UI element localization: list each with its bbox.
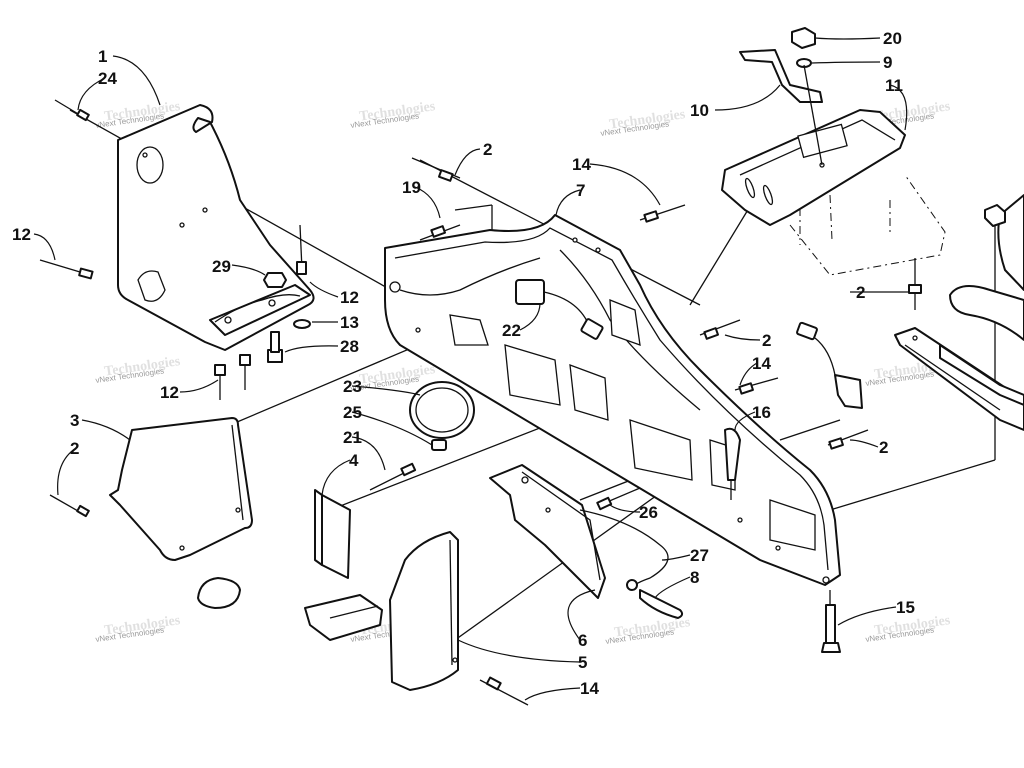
assembly-line: [829, 459, 996, 511]
assembly-line: [779, 419, 841, 441]
washer-13: [293, 319, 311, 329]
leader-lines: [33, 37, 908, 701]
callout-label: 12: [160, 383, 179, 402]
left-lower-shield: [49, 417, 253, 609]
callout-label: 21: [343, 428, 362, 447]
callout-label: 2: [856, 283, 865, 302]
callout-label: 2: [762, 331, 771, 350]
watermark: Technologies vNext Technologies: [605, 615, 692, 646]
callout-label: 16: [752, 403, 771, 422]
rivet-26: [596, 487, 641, 511]
callout-label: 14: [580, 679, 599, 698]
front-shield: [389, 531, 459, 691]
callout-label: 20: [883, 29, 902, 48]
callout-label: 15: [896, 598, 915, 617]
rivet-21: [369, 462, 417, 491]
callout-label: 29: [212, 257, 231, 276]
callout-label: 14: [572, 155, 591, 174]
wire-harness: [796, 321, 863, 409]
callout-label: 25: [343, 403, 362, 422]
rivets-mid: [411, 157, 869, 450]
watermark: Technologies vNext Technologies: [95, 354, 182, 385]
mount-plate: [721, 109, 906, 226]
callout-label: 23: [343, 377, 362, 396]
callout-label: 8: [690, 568, 699, 587]
callout-label: 7: [576, 181, 585, 200]
switch-module: [515, 279, 604, 340]
bracket-4: [314, 489, 351, 579]
main-chassis-panel: [384, 214, 841, 586]
callout-label: 4: [349, 451, 359, 470]
cable-27: [579, 509, 684, 619]
watermark: Technologies vNext Technologies: [95, 613, 182, 644]
callout-label: 24: [98, 69, 117, 88]
watermark: Technologies vNext Technologies: [600, 107, 687, 138]
callout-label: 14: [752, 354, 771, 373]
callout-label: 2: [483, 140, 492, 159]
watermark: Technologies vNext Technologies: [865, 613, 952, 644]
callout-label: 26: [639, 503, 658, 522]
callout-label: 1: [98, 47, 107, 66]
callout-label: 9: [883, 53, 892, 72]
gasket-ring: [409, 381, 475, 439]
callout-label: 22: [502, 321, 521, 340]
washer-9: [796, 58, 823, 166]
bolt-28: [267, 331, 283, 363]
callout-label: 2: [70, 439, 79, 458]
right-bracket: [894, 194, 1024, 431]
studs-dashed: [789, 174, 946, 276]
callouts: 1 24 12 29 12 13 28 12 3 2 2 19 14 7 22 …: [12, 29, 915, 698]
callout-label: 27: [690, 546, 709, 565]
angle-plate: [304, 594, 383, 641]
callout-label: 11: [885, 76, 903, 95]
nut-29: [263, 272, 287, 288]
callout-label: 19: [402, 178, 421, 197]
bolt-15: [821, 590, 841, 653]
callout-label: 3: [70, 411, 79, 430]
callout-label: 12: [12, 225, 31, 244]
nut-20: [791, 27, 816, 49]
callout-label: 12: [340, 288, 359, 307]
callout-label: 28: [340, 337, 359, 356]
clip-25: [431, 439, 447, 451]
callout-label: 2: [879, 438, 888, 457]
callout-label: 13: [340, 313, 359, 332]
assembly-line: [454, 204, 493, 211]
rivets-left: [39, 99, 307, 400]
callout-label: 6: [578, 631, 587, 650]
watermark: Technologies vNext Technologies: [350, 99, 437, 130]
callout-label: 5: [578, 653, 587, 672]
bracket-6: [489, 464, 606, 599]
callout-label: 10: [690, 101, 709, 120]
pin-16: [724, 427, 741, 500]
left-side-bracket: [117, 104, 315, 351]
rivet-14-bottom: [479, 676, 529, 706]
